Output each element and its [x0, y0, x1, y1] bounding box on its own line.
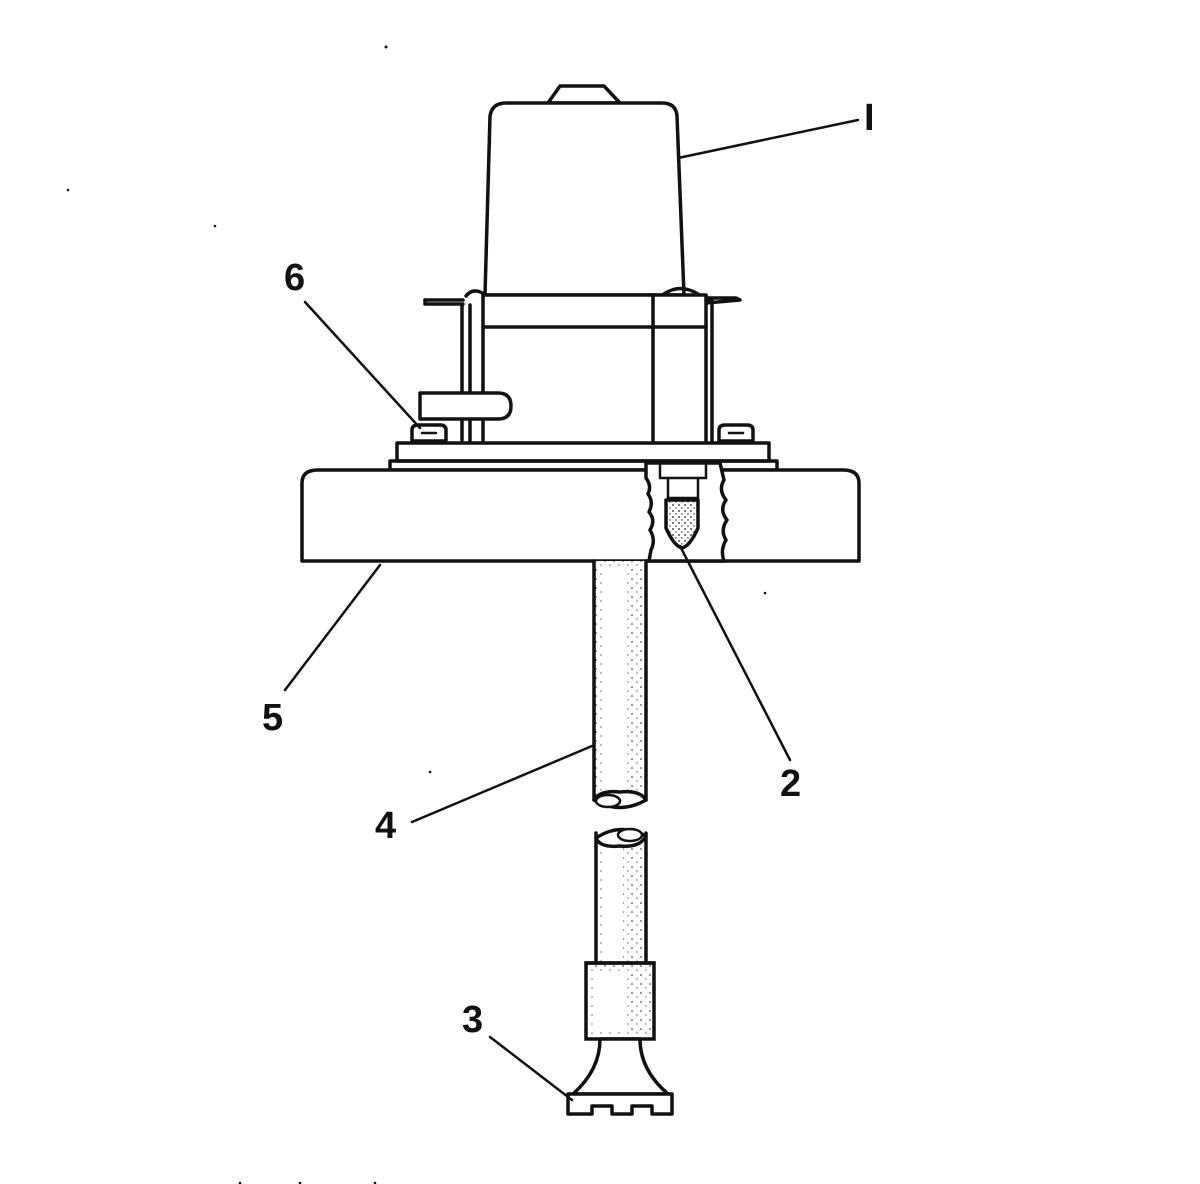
scan-specks — [66, 45, 767, 1184]
gear-box — [460, 293, 714, 447]
leader-lines — [283, 118, 860, 1102]
shaft-lower — [584, 827, 656, 1041]
top-flange — [423, 286, 742, 306]
mounting-base — [300, 461, 861, 563]
leader-line-5 — [283, 563, 382, 692]
leader-line-4 — [410, 744, 594, 824]
leader-line-1 — [676, 118, 860, 160]
motor-housing — [483, 84, 686, 297]
label-part-4: 4 — [375, 805, 396, 847]
leader-line-3 — [488, 1035, 574, 1102]
label-part-1: I — [864, 97, 875, 139]
label-part-6: 6 — [284, 257, 305, 299]
agitator-foot — [566, 1037, 674, 1116]
reference-labels: I 2 3 4 5 6 — [262, 97, 875, 1041]
label-part-5: 5 — [262, 697, 283, 739]
terminal-block — [418, 391, 513, 421]
leader-line-2 — [678, 544, 792, 762]
label-part-3: 3 — [462, 999, 483, 1041]
leader-line-6 — [303, 300, 422, 430]
shaft-upper — [592, 559, 648, 810]
label-part-2: 2 — [780, 763, 801, 805]
